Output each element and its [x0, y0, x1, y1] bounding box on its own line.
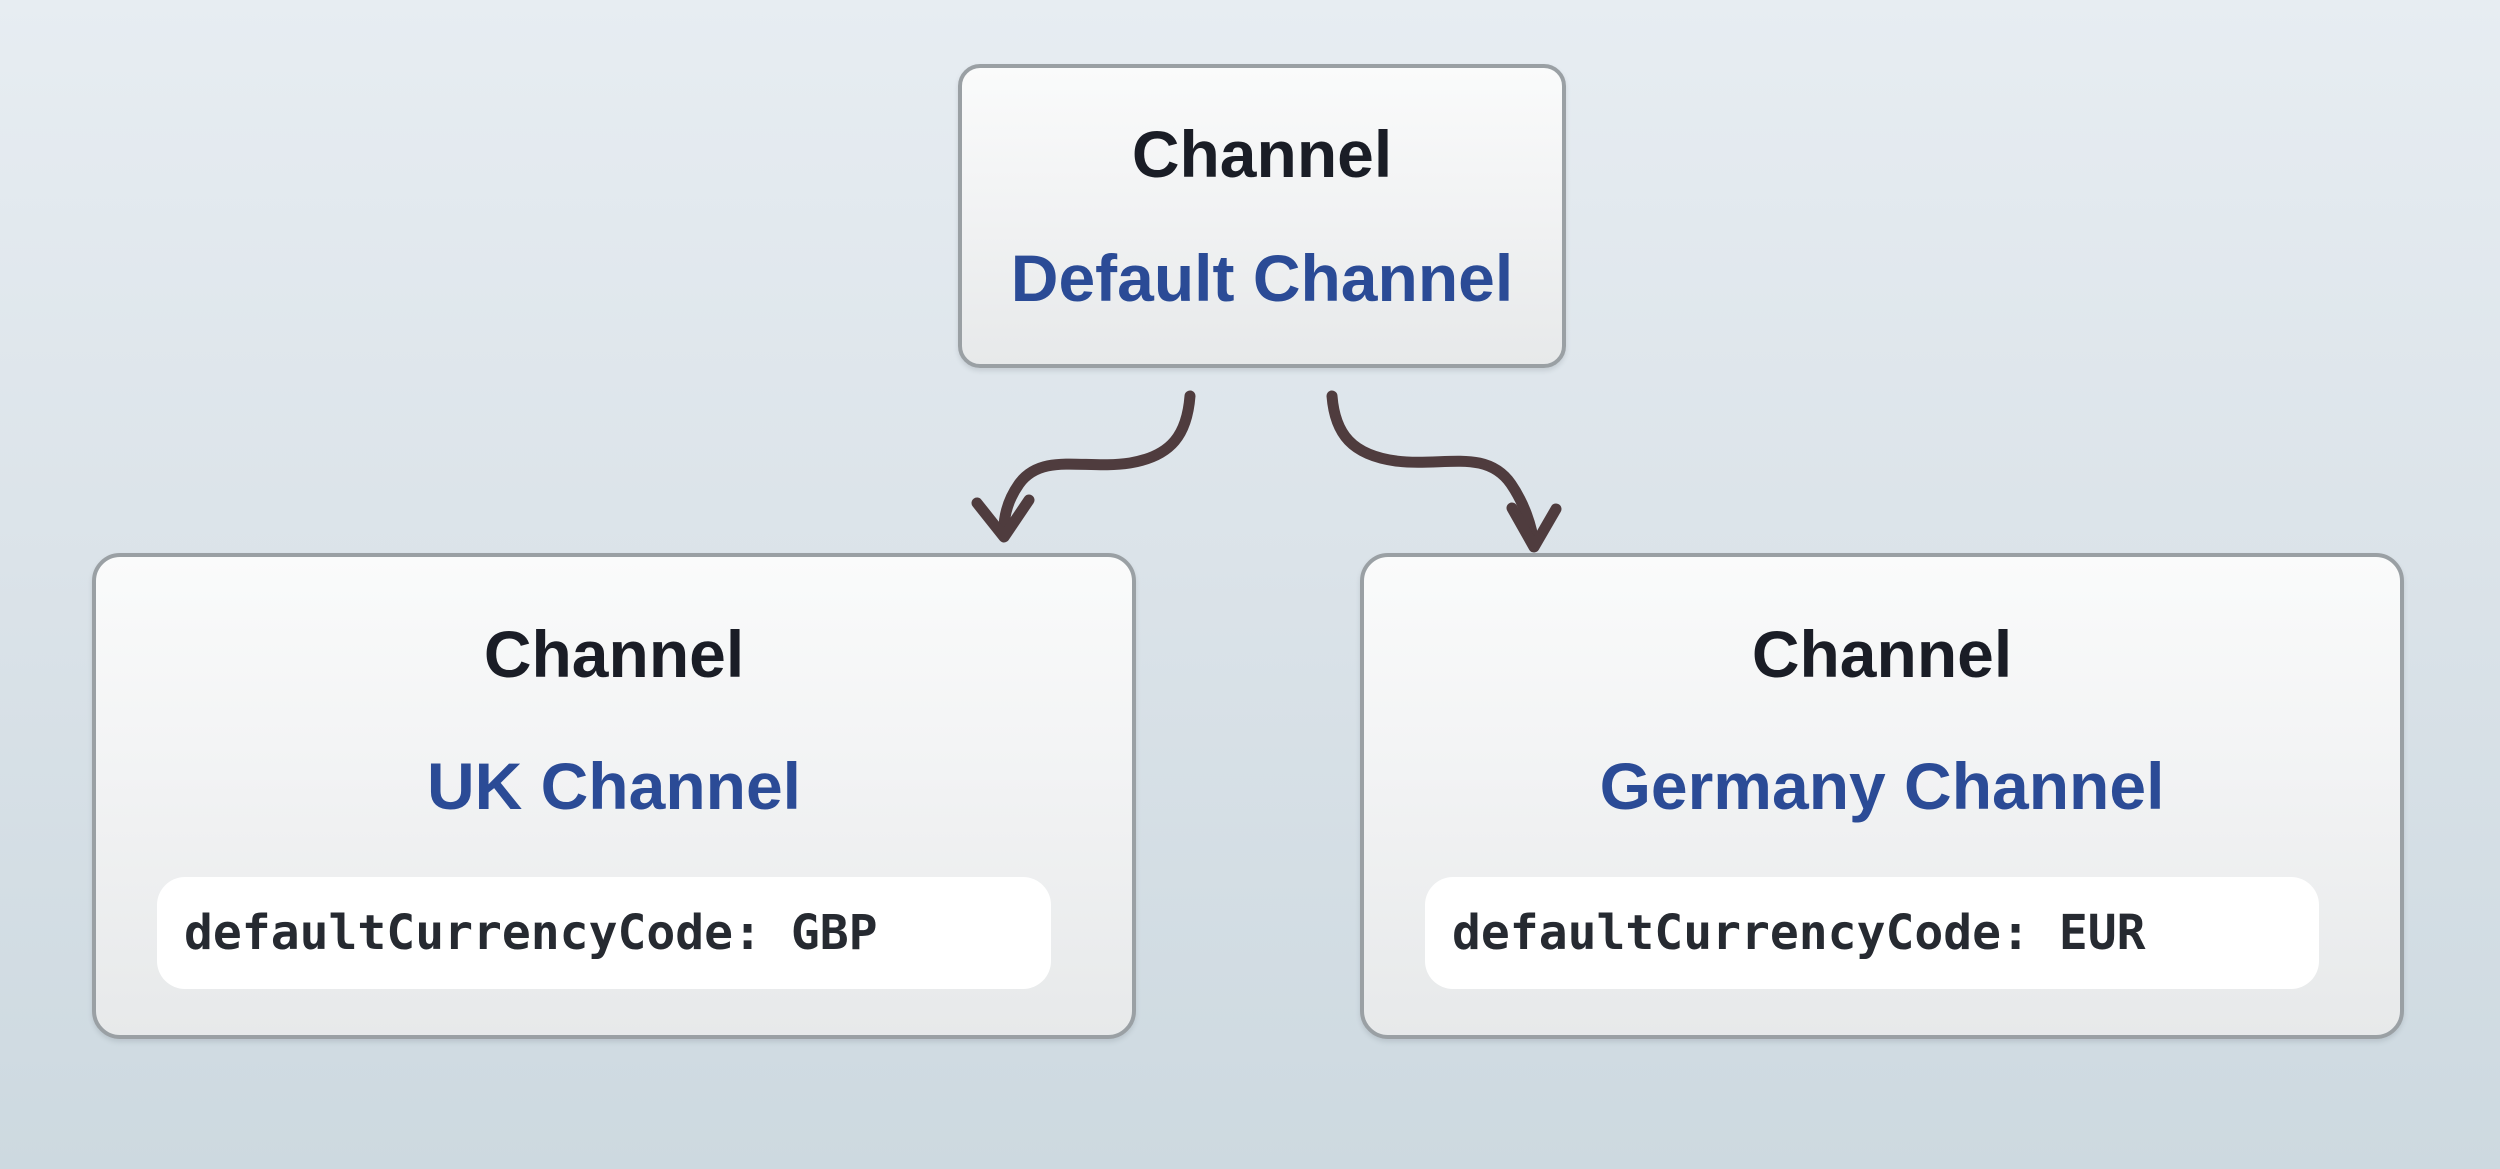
- attribute-code-text: defaultCurrencyCode: GBP: [184, 905, 878, 961]
- entity-type-label: Channel: [483, 617, 745, 691]
- attribute-pill: defaultCurrencyCode: GBP: [157, 877, 1051, 989]
- edge-default-to-germany-arrow: [1326, 390, 1562, 553]
- node-uk-channel: Channel UK Channel defaultCurrencyCode: …: [92, 553, 1136, 1039]
- node-germany-channel: Channel Germany Channel defaultCurrencyC…: [1360, 553, 2404, 1039]
- node-default-channel: Channel Default Channel: [958, 64, 1566, 368]
- entity-type-label: Channel: [1131, 117, 1393, 191]
- channel-name-label: UK Channel: [426, 749, 802, 823]
- channel-name-label: Germany Channel: [1599, 749, 2165, 823]
- edge-default-to-uk-arrow: [971, 390, 1196, 543]
- attribute-pill: defaultCurrencyCode: EUR: [1425, 877, 2319, 989]
- channel-name-label: Default Channel: [1010, 241, 1514, 315]
- entity-type-label: Channel: [1751, 617, 2013, 691]
- attribute-code-text: defaultCurrencyCode: EUR: [1452, 905, 2146, 961]
